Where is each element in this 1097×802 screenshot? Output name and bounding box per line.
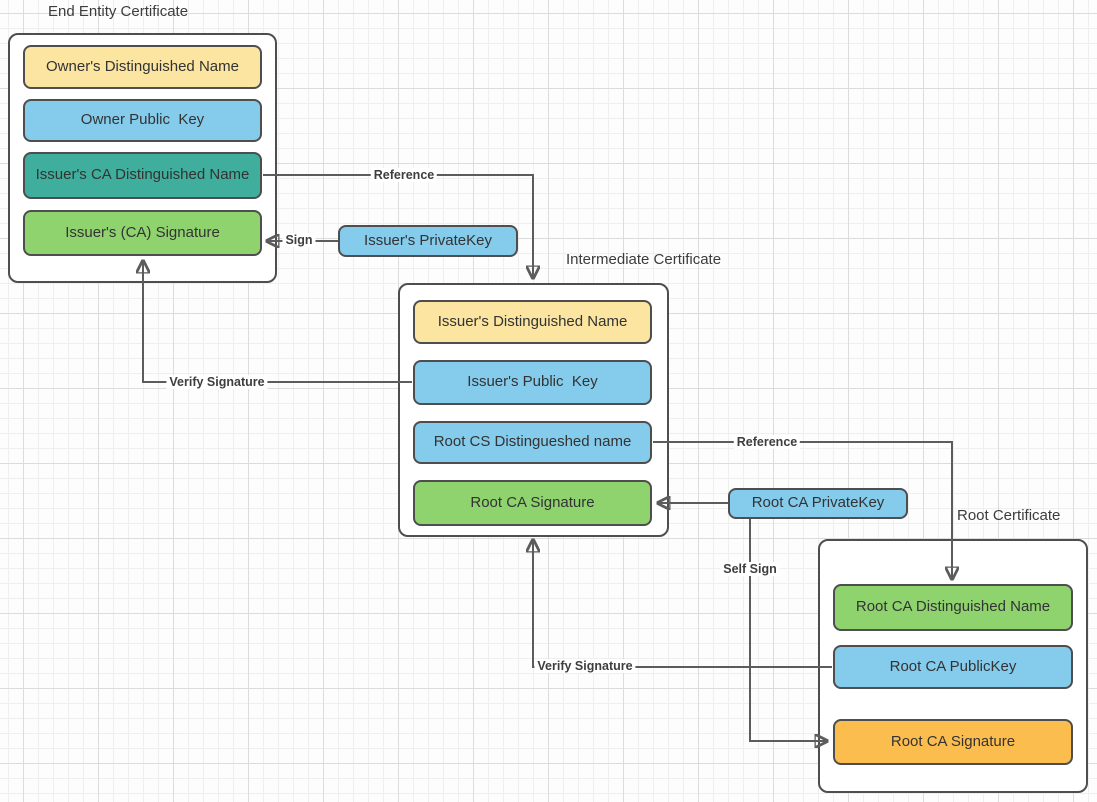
edge-label-verify-signature-1: Verify Signature xyxy=(166,375,268,389)
edge-label-reference-2: Reference xyxy=(733,435,801,449)
issuer-distinguished-name-node: Issuer's Distinguished Name xyxy=(413,300,652,344)
end-entity-certificate-title: End Entity Certificate xyxy=(48,3,189,20)
issuer-ca-signature-node: Issuer's (CA) Signature xyxy=(23,210,262,256)
root-ca-distinguished-name-node: Root CA Distinguished Name xyxy=(833,584,1073,631)
edge-label-verify-signature-2: Verify Signature xyxy=(534,659,636,673)
root-ca-public-key-node: Root CA PublicKey xyxy=(833,645,1073,689)
root-cs-distinguished-name-node: Root CS Distingueshed name xyxy=(413,421,652,464)
issuer-ca-distinguished-name-node: Issuer's CA Distinguished Name xyxy=(23,152,262,199)
issuer-private-key-node: Issuer's PrivateKey xyxy=(338,225,518,257)
owner-public-key-node: Owner Public Key xyxy=(23,99,262,142)
issuer-public-key-node: Issuer's Public Key xyxy=(413,360,652,405)
edge-label-self-sign: Self Sign xyxy=(720,562,780,576)
intermediate-certificate-title: Intermediate Certificate xyxy=(566,251,722,268)
edge-label-sign: Sign xyxy=(282,233,316,247)
edge-verify-signature-root xyxy=(533,540,832,668)
root-ca-signature-root-node: Root CA Signature xyxy=(833,719,1073,765)
edge-self-sign xyxy=(749,519,827,741)
root-ca-signature-intermediate-node: Root CA Signature xyxy=(413,480,652,526)
root-certificate-title: Root Certificate xyxy=(957,507,1061,524)
edge-label-reference-1: Reference xyxy=(370,168,438,182)
root-ca-private-key-node: Root CA PrivateKey xyxy=(728,488,908,519)
owner-distinguished-name-node: Owner's Distinguished Name xyxy=(23,45,262,89)
